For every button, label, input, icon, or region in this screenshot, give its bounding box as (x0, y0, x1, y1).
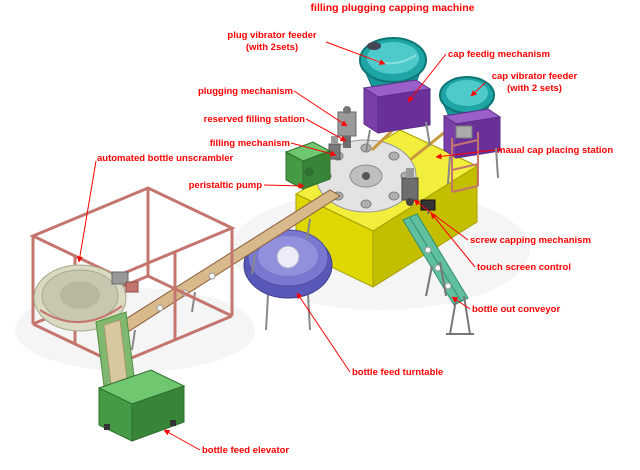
diagram-title: filling plugging capping machine (310, 2, 475, 14)
leader-lines (76, 41, 496, 451)
label-peristaltic-pump: peristaltic pump (188, 180, 262, 191)
leader-cap-vibrator-feeder (470, 82, 486, 97)
label-reserved-filling-station: reserved filling station (203, 114, 305, 125)
label-manual-cap-placing-station: maual cap placing station (497, 145, 614, 156)
label-bottle-out-conveyor: bottle out conveyor (472, 304, 561, 315)
label-touch-screen-control: touch screen control (477, 262, 571, 273)
label-plug-vibrator-feeder: plug vibrator feeder (with 2sets) (227, 30, 317, 53)
leader-bottle-out-conveyor (451, 296, 471, 310)
label-cap-feeding-mechanism: cap feedig mechanism (448, 49, 550, 60)
label-filling-mechanism: filling mechanism (209, 138, 290, 149)
leader-cap-feeding-mechanism (407, 53, 447, 103)
manual-cap-station-part (451, 125, 479, 193)
label-bottle-feed-elevator: bottle feed elevator (202, 445, 290, 456)
screw-capping-part (401, 168, 419, 206)
label-bottle-feed-turntable: bottle feed turntable (352, 367, 444, 378)
bottle-feed-elevator-part (95, 311, 186, 442)
peristaltic-pump-part (284, 141, 332, 190)
leader-manual-cap-placing-station (435, 149, 496, 160)
leader-bottle-feed-elevator (163, 429, 201, 451)
label-cap-vibrator-feeder: cap vibrator feeder (with 2 sets) (491, 71, 578, 94)
bottle-feed-turntable-part (243, 229, 333, 331)
leader-reserved-filling-station (305, 118, 347, 142)
cap-vibrator-feeder-part (439, 76, 502, 185)
bottle-out-conveyor-part (402, 213, 474, 335)
filling-mechanism-part (328, 136, 341, 160)
leader-filling-mechanism (290, 142, 337, 157)
leader-automated-bottle-unscrambler (76, 160, 97, 263)
leader-plugging-mechanism (293, 90, 348, 127)
leader-plug-vibrator-feeder (325, 41, 386, 65)
leader-touch-screen-control (430, 212, 476, 268)
label-screw-capping-mechanism: screw capping mechanism (470, 235, 591, 246)
plug-vibrator-feeder-part (359, 37, 432, 153)
leader-bottle-feed-turntable (296, 292, 351, 373)
leader-screw-capping-mechanism (413, 199, 469, 241)
label-plugging-mechanism: plugging mechanism (197, 86, 293, 97)
label-automated-bottle-unscrambler: automated bottle unscrambler (97, 153, 234, 164)
leader-peristaltic-pump (263, 182, 305, 189)
